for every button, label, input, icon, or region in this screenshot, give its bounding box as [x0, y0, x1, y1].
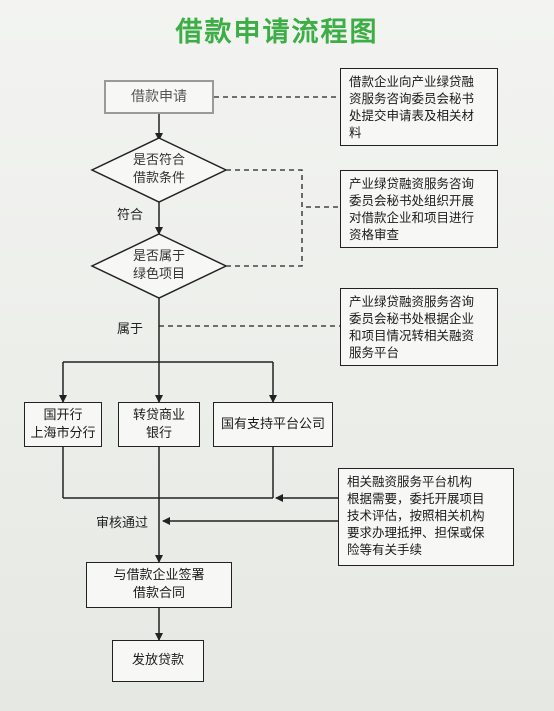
bank-cdb-box: 国开行 上海市分行 — [24, 402, 102, 447]
note-transfer: 产业绿贷融资服务咨询 委员会秘书处根据企业 和项目情况转相关融资 服务平台 — [340, 288, 498, 366]
apply-box: 借款申请 — [104, 80, 214, 114]
sign-contract-box: 与借款企业签署 借款合同 — [86, 562, 232, 608]
check-green-text: 是否属于 绿色项目 — [132, 249, 185, 282]
approved-label: 审核通过 — [96, 516, 149, 531]
apply-label: 借款申请 — [131, 89, 187, 105]
bank-commercial-box: 转贷商业 银行 — [118, 402, 200, 447]
release-loan-box: 发放贷款 — [112, 640, 204, 682]
note-platform-procedures: 相关融资服务平台机构 根据需要，委托开展项目 技术评估，按照相关机构 要求办理抵… — [338, 468, 514, 566]
note-qualification: 产业绿贷融资服务咨询 委员会秘书处组织开展 对借款企业和项目进行 资格审查 — [340, 170, 498, 248]
dashed-check-note2 — [226, 169, 340, 208]
check-conditions-text: 是否符合 借款条件 — [132, 153, 185, 186]
note-application: 借款企业向产业绿贷融 资服务咨询委员会秘书 处提交申请表及相关材 料 — [340, 68, 498, 146]
state-platform-box: 国有支持平台公司 — [213, 402, 333, 447]
meets-label: 符合 — [117, 208, 144, 223]
dashed-green-note2 — [226, 207, 303, 267]
belongs-label: 属于 — [117, 322, 144, 337]
page-title: 借款申请流程图 — [175, 17, 379, 48]
